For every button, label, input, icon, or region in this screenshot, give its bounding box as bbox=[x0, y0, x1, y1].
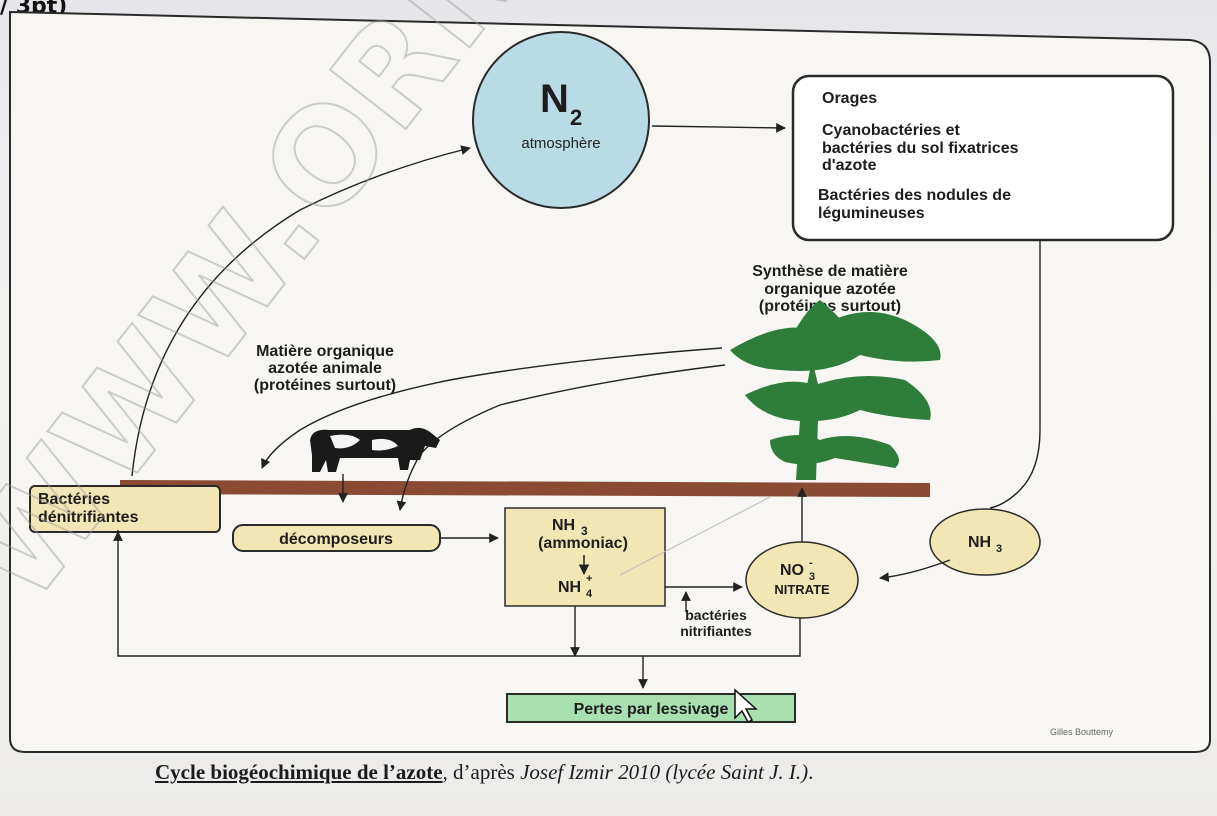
sources-line5: Bactéries des nodules de bbox=[818, 187, 1011, 204]
svg-text:3: 3 bbox=[996, 543, 1002, 555]
svg-text:Pertes par lessivage: Pertes par lessivage bbox=[574, 701, 729, 718]
svg-text:-: - bbox=[809, 557, 813, 569]
caption-end: . bbox=[808, 760, 814, 784]
svg-text:NH: NH bbox=[968, 534, 991, 551]
svg-text:3: 3 bbox=[809, 571, 815, 583]
sources-line6: légumineuses bbox=[818, 205, 925, 222]
n2-label: atmosphère bbox=[521, 135, 600, 152]
soil-band bbox=[120, 480, 930, 497]
caption-middle: , d’après bbox=[442, 760, 521, 784]
svg-text:Matière organique: Matière organique bbox=[256, 343, 394, 360]
n2-atmosphere-node: N 2 atmosphère bbox=[472, 31, 650, 209]
svg-text:nitrifiantes: nitrifiantes bbox=[680, 623, 752, 639]
sources-line4: d'azote bbox=[822, 157, 877, 174]
svg-text:NO: NO bbox=[780, 562, 804, 579]
nitrifying-bacteria-label: bactéries nitrifiantes bbox=[680, 607, 752, 639]
nitrate-circle: NO 3 - NITRATE bbox=[745, 541, 859, 619]
n2-subscript: 2 bbox=[570, 105, 582, 130]
figure-caption: Cycle biogéochimique de l’azote, d’après… bbox=[155, 760, 813, 785]
svg-text:3: 3 bbox=[581, 524, 588, 538]
credit-text: Gilles Bouttemy bbox=[1050, 727, 1114, 737]
svg-text:bactéries: bactéries bbox=[685, 607, 747, 623]
svg-text:NITRATE: NITRATE bbox=[774, 582, 830, 597]
denitrifying-bacteria-box: Bactéries dénitrifiantes bbox=[29, 485, 221, 533]
svg-text:(ammoniac): (ammoniac) bbox=[538, 535, 628, 552]
n2-formula: N bbox=[540, 77, 569, 121]
caption-source: Josef Izmir 2010 (lycée Saint J. I.) bbox=[520, 760, 809, 784]
decomposers-box: décomposeurs bbox=[232, 524, 441, 552]
animal-matter-label: Matière organique azotée animale (protéi… bbox=[254, 343, 396, 394]
cow-illustration bbox=[310, 427, 440, 472]
svg-text:dénitrifiantes: dénitrifiantes bbox=[38, 509, 139, 526]
svg-text:(protéines surtout): (protéines surtout) bbox=[759, 298, 901, 315]
sources-line1: Orages bbox=[822, 90, 877, 107]
tree-illustration bbox=[730, 300, 941, 480]
svg-text:NH: NH bbox=[558, 579, 581, 596]
nitrogen-fixation-sources-box: Orages Cyanobactéries et bactéries du so… bbox=[791, 74, 1175, 242]
svg-text:NH: NH bbox=[552, 517, 575, 534]
ammonia-box: NH 3 (ammoniac) NH 4 + bbox=[504, 507, 666, 607]
svg-text:+: + bbox=[586, 573, 592, 585]
svg-text:Synthèse de matière: Synthèse de matière bbox=[752, 263, 908, 280]
nh3-circle: NH 3 bbox=[929, 508, 1041, 576]
cycle-arrows bbox=[113, 122, 1041, 689]
svg-text:décomposeurs: décomposeurs bbox=[279, 531, 393, 548]
svg-text:Bactéries: Bactéries bbox=[38, 491, 110, 508]
caption-title: Cycle biogéochimique de l’azote bbox=[155, 760, 443, 784]
svg-text:organique azotée: organique azotée bbox=[764, 281, 896, 298]
svg-text:4: 4 bbox=[586, 588, 593, 600]
svg-text:(protéines surtout): (protéines surtout) bbox=[254, 377, 396, 394]
sources-line2: Cyanobactéries et bbox=[822, 122, 961, 139]
svg-text:azotée animale: azotée animale bbox=[268, 360, 382, 377]
mouse-cursor bbox=[734, 688, 758, 723]
sources-line3: bactéries du sol fixatrices bbox=[822, 140, 1019, 157]
plant-synthesis-label: Synthèse de matière organique azotée (pr… bbox=[752, 263, 908, 315]
